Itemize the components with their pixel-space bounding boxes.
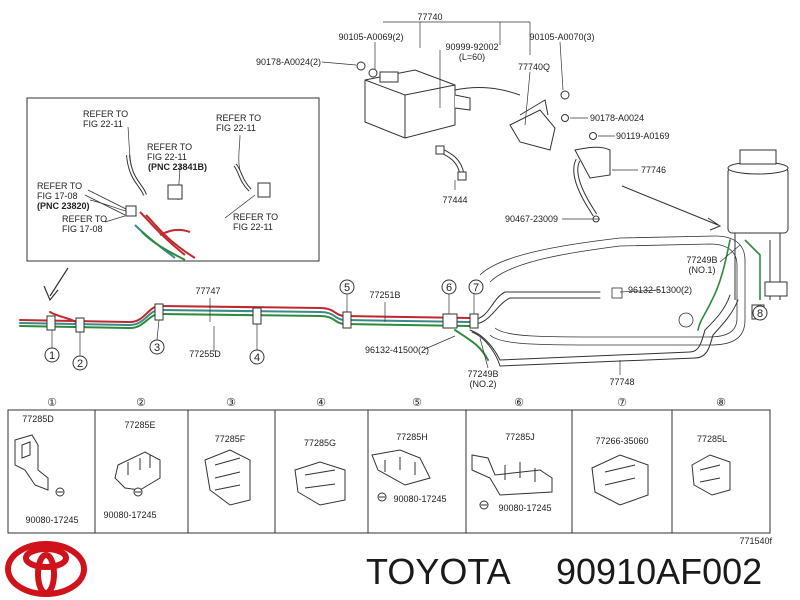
clamp-code-4: 77285G xyxy=(304,438,336,448)
callout-77748: 77748 xyxy=(609,377,634,387)
clamp-bolt-5: 90080-17245 xyxy=(393,494,446,504)
clamp-mark-3: ③ xyxy=(226,397,236,409)
marker-5: 5 xyxy=(344,282,350,294)
line-callouts: 77747 77251B 77255D 96132-41500(2) 77249… xyxy=(189,255,717,389)
clamp-mark-5: ⑤ xyxy=(412,397,422,409)
clamp-code-3: 77285F xyxy=(215,434,246,444)
detail-inset: REFER TO FIG 22-11 REFER TO FIG 22-11 (P… xyxy=(26,97,320,262)
callout-90119-a0169: 90119-A0169 xyxy=(616,131,669,141)
clamp-mark-2: ② xyxy=(136,397,146,409)
inset-fig-2: FIG 22-11 xyxy=(147,152,187,162)
callout-90178-a0024-2: 90178-A0024(2) xyxy=(256,57,321,67)
line-clamps xyxy=(46,303,765,333)
clamp-code-8: 77285L xyxy=(697,434,727,444)
callout-77251b: 77251B xyxy=(369,290,400,300)
inset-refer-6a: REFER TO xyxy=(233,212,278,222)
callout-77746: 77746 xyxy=(641,165,666,175)
clamp-mark-8: ⑧ xyxy=(716,397,726,409)
clamp-code-2: 77285E xyxy=(124,420,155,430)
marker-3: 3 xyxy=(154,342,160,354)
callout-77249b-no2: 77249B xyxy=(467,369,498,379)
callout-90105-a0070: 90105-A0070(3) xyxy=(529,32,594,42)
callout-77249b-no2-label: (NO.2) xyxy=(470,379,497,389)
inset-refer-4a: REFER TO xyxy=(37,181,82,191)
inset-fig-1: FIG 22-11 xyxy=(83,119,123,129)
inset-pnc-23841b: (PNC 23841B) xyxy=(148,162,207,172)
clamp-code-5: 77285H xyxy=(396,432,428,442)
callout-90178-a0024: 90178-A0024 xyxy=(590,113,644,123)
callout-96132-51300: 96132-51300(2) xyxy=(628,285,692,295)
detail-arrow xyxy=(43,267,69,302)
clamp-bolt-2: 90080-17245 xyxy=(103,510,156,520)
clamp-mark-4: ④ xyxy=(316,397,326,409)
fuel-tank-outline xyxy=(479,235,746,346)
part-number: 90910AF002 xyxy=(556,551,762,592)
toyota-logo xyxy=(5,541,87,597)
callout-77740: 77740 xyxy=(417,12,442,22)
marker-1: 1 xyxy=(49,350,55,362)
clamp-mark-6: ⑥ xyxy=(514,397,524,409)
clamp-bolt-1: 90080-17245 xyxy=(25,515,78,525)
clamp-code-6: 77285J xyxy=(505,432,535,442)
inset-fig-5: FIG 17-08 xyxy=(62,224,103,234)
callout-77249b-no1: 77249B xyxy=(686,255,717,265)
callout-90467-23009: 90467-23009 xyxy=(505,214,558,224)
canister-leader-lines xyxy=(321,21,638,220)
clamp-code-1: 77285D xyxy=(22,414,54,424)
marker-7: 7 xyxy=(473,282,479,294)
inset-refer-5a: REFER TO xyxy=(62,214,107,224)
clamp-table: ① ② ③ ④ ⑤ ⑥ ⑦ ⑧ 77285D 77285E 77285F 772… xyxy=(7,397,771,534)
callout-96132-41500: 96132-41500(2) xyxy=(365,345,429,355)
clamp-code-7: 77266-35060 xyxy=(595,436,648,446)
marker-8: 8 xyxy=(757,308,763,320)
marker-2: 2 xyxy=(77,358,83,370)
marker-4: 4 xyxy=(254,352,260,364)
charcoal-canister-assembly xyxy=(356,61,611,223)
canister-callouts: 77740 90105-A0069(2) 90105-A0070(3) 9099… xyxy=(256,12,669,224)
callout-90105-a0069: 90105-A0069(2) xyxy=(338,32,403,42)
callout-77747: 77747 xyxy=(195,286,220,296)
marker-6: 6 xyxy=(446,282,452,294)
inset-fig-3: FIG 22-11 xyxy=(216,123,256,133)
inset-refer-3a: REFER TO xyxy=(216,113,261,123)
callout-77444: 77444 xyxy=(442,195,467,205)
figure-number: 771540f xyxy=(739,536,772,546)
callout-77740q: 77740Q xyxy=(518,62,550,72)
clamp-mark-1: ① xyxy=(47,397,57,409)
callout-77255d: 77255D xyxy=(189,349,221,359)
fuel-pump-arrow xyxy=(621,185,722,231)
brand-name: TOYOTA xyxy=(366,551,511,592)
clamp-bolt-6: 90080-17245 xyxy=(498,503,551,513)
inset-pnc-23820: (PNC 23820) xyxy=(37,201,90,211)
line-leader-lines xyxy=(209,244,741,375)
callout-77249b-no1-label: (NO.1) xyxy=(689,265,716,275)
inset-fig-6: FIG 22-11 xyxy=(233,222,273,232)
fuel-pump-assembly xyxy=(727,149,789,300)
callout-90999-length: (L=60) xyxy=(459,52,485,62)
clamp-mark-7: ⑦ xyxy=(617,397,627,409)
inset-refer-1a: REFER TO xyxy=(83,109,128,119)
line-markers: 1 2 3 4 5 6 7 8 xyxy=(44,279,768,371)
callout-90999-92002: 90999-92002 xyxy=(445,42,498,52)
inset-refer-2a: REFER TO xyxy=(147,142,192,152)
inset-fig-4: FIG 17-08 xyxy=(37,191,78,201)
